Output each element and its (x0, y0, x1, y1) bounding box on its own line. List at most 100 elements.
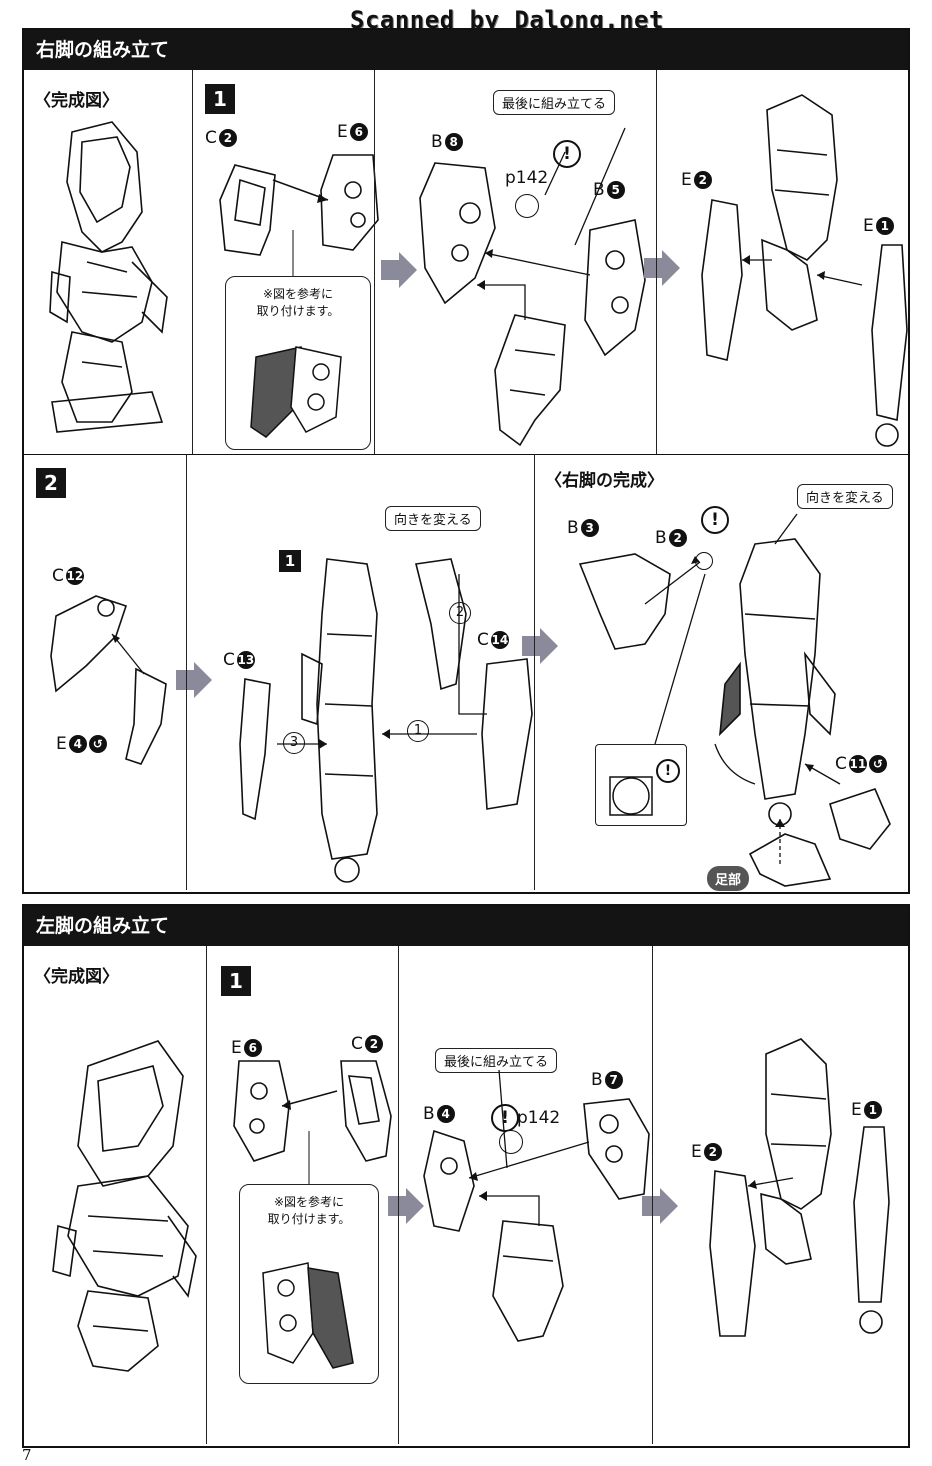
special-part-icon: ↺ (88, 735, 107, 753)
part-number: 2 (668, 529, 687, 547)
attach-note: ※図を参考に 取り付けます。 (239, 1184, 379, 1384)
step-number-badge: 1 (221, 966, 251, 996)
part-number: 5 (606, 181, 625, 199)
detail-joint-drawing (609, 776, 653, 816)
assembly-lines (111, 633, 145, 675)
step-arrow (642, 1188, 678, 1228)
right-completed-panel: 〈完成図〉 (24, 70, 192, 454)
part-b5-drawing (584, 219, 646, 357)
part-number: 2 (693, 171, 712, 189)
step-arrow (388, 1188, 424, 1228)
order-marker-3: 3 (283, 732, 305, 754)
joint-ball (499, 1130, 523, 1154)
step-arrow (176, 662, 212, 702)
left-leg-header: 左脚の組み立て (24, 906, 908, 946)
part-number: 11 (848, 755, 867, 773)
leg-assembly-drawing (301, 558, 378, 883)
part-number: 4 (436, 1105, 455, 1123)
callout-last: 最後に組み立てる (435, 1048, 558, 1073)
part-e2-drawing (709, 1170, 756, 1337)
connector-lines (281, 1090, 338, 1186)
part-c2-drawing (340, 1060, 392, 1162)
detail-inset: ! (595, 744, 687, 826)
part-number: 6 (243, 1039, 262, 1057)
part-number: 6 (349, 123, 368, 141)
left-leg-completed-figure (52, 1040, 197, 1372)
step-arrow (381, 252, 417, 292)
part-b8-drawing (419, 162, 496, 305)
assembly-lines (742, 255, 863, 286)
part-number: 13 (236, 651, 255, 669)
part-e4-drawing (125, 667, 167, 765)
assembly-lines (477, 127, 626, 320)
part-lower-drawing (492, 1220, 564, 1342)
note-text: ※図を参考に 取り付けます。 (267, 1195, 351, 1226)
part-b7-drawing (583, 1098, 650, 1200)
part-number: 12 (65, 567, 84, 585)
foot-label: 足部 (707, 866, 750, 891)
assembly-lines (277, 574, 487, 749)
callout-turn: 向きを変える (385, 506, 481, 531)
special-part-icon: ↺ (868, 755, 887, 773)
note-reference-drawing (250, 346, 342, 438)
ref-step-badge: 1 (279, 550, 301, 572)
warning-icon: ! (701, 506, 729, 534)
part-number: 1 (863, 1101, 882, 1119)
part-e6-drawing (233, 1060, 290, 1162)
note-reference-drawing (262, 1262, 354, 1369)
step-number-badge: 2 (36, 468, 66, 498)
right-leg-completed-figure (49, 121, 168, 433)
completed-leg-drawing (718, 538, 836, 826)
callout-last: 最後に組み立てる (493, 90, 616, 115)
attach-note: ※図を参考に 取り付けます。 (225, 276, 371, 450)
part-b4-drawing (423, 1129, 475, 1232)
part-e1-drawing (871, 244, 908, 447)
step-number-badge: 1 (205, 84, 235, 114)
assembly-lines (747, 1177, 794, 1189)
part-turn-drawing (415, 558, 467, 691)
part-number: 2 (364, 1035, 383, 1053)
row-divider (24, 454, 908, 455)
step-arrow (522, 628, 558, 668)
part-c11-drawing (829, 788, 891, 850)
part-number: 14 (490, 631, 509, 649)
left-completed-panel: 〈完成図〉 (24, 946, 206, 1444)
part-e6-drawing (320, 154, 379, 251)
assembly-lines (644, 513, 841, 864)
part-number: 3 (580, 519, 599, 537)
order-marker-1: 1 (407, 720, 429, 742)
note-text: ※図を参考に 取り付けます。 (256, 287, 340, 318)
part-number: 4 (68, 735, 87, 753)
foot-drawing (748, 833, 832, 887)
part-c13-drawing (239, 678, 271, 821)
part-number: 2 (703, 1143, 722, 1161)
completed-title: 〈完成図〉 (34, 967, 119, 987)
completed-title: 〈完成図〉 (34, 91, 119, 111)
page-number: 7 (22, 1446, 32, 1464)
